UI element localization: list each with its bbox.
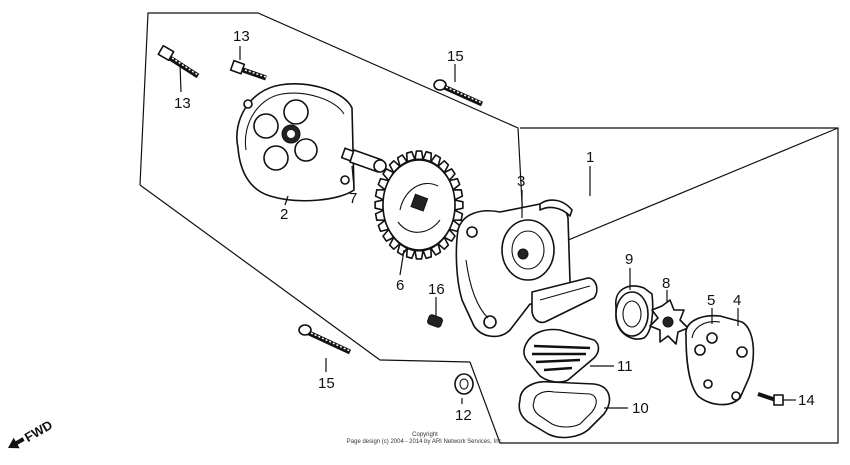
callout-3: 3 — [517, 173, 525, 190]
callout-labels: 13 13 15 1 2 7 3 6 9 8 5 4 16 11 10 12 1… — [174, 28, 815, 424]
arrow-icon — [8, 437, 25, 449]
callout-10: 10 — [632, 400, 649, 417]
callout-7: 7 — [349, 190, 357, 207]
callout-9: 9 — [625, 251, 633, 268]
bolt-15-top — [433, 79, 484, 107]
callout-12: 12 — [455, 407, 472, 424]
leader-lines — [179, 46, 796, 409]
gear-tooth — [414, 249, 424, 260]
dowel-16 — [427, 314, 443, 328]
inner-rotor-8 — [649, 299, 689, 345]
callout-8: 8 — [662, 275, 670, 292]
callout-1: 1 — [586, 149, 594, 166]
gear-tooth — [374, 199, 385, 211]
bolt-13-left — [157, 44, 200, 79]
callout-5: 5 — [707, 292, 715, 309]
screw-14 — [757, 392, 784, 406]
callout-15-top: 15 — [447, 48, 464, 65]
callout-11: 11 — [617, 358, 633, 375]
bolt-15-bottom — [298, 324, 352, 355]
callout-4: 4 — [733, 292, 741, 309]
callout-6: 6 — [396, 277, 404, 294]
callout-2: 2 — [280, 206, 288, 223]
copyright-line-2: Page design (c) 2004 - 2014 by ARI Netwo… — [347, 439, 504, 445]
bolt-13-top — [229, 59, 267, 81]
fwd-label: FWD — [22, 417, 55, 445]
gear-6 — [374, 150, 464, 260]
pump-body-3 — [455, 199, 598, 338]
copyright-notice: Copyright Page design (c) 2004 - 2014 by… — [347, 432, 504, 445]
pump-plate-4-5 — [685, 314, 755, 406]
callout-16: 16 — [428, 281, 445, 298]
callout-15-bottom: 15 — [318, 375, 335, 392]
washer-12 — [454, 373, 474, 395]
outer-rotor-9 — [615, 285, 654, 340]
pump-cover-2 — [236, 83, 355, 202]
copyright-line-1: Copyright — [412, 432, 438, 438]
gear-tooth — [453, 199, 464, 211]
pin-7 — [340, 147, 387, 173]
assembly-frame — [139, 12, 839, 444]
callout-13-top: 13 — [233, 28, 250, 45]
callout-13-left: 13 — [174, 95, 191, 112]
fwd-direction-arrow: FWD — [8, 417, 55, 449]
strainer-frame-10 — [518, 380, 611, 439]
gear-tooth — [414, 150, 424, 161]
strainer-11 — [523, 328, 600, 383]
callout-14: 14 — [798, 392, 815, 409]
